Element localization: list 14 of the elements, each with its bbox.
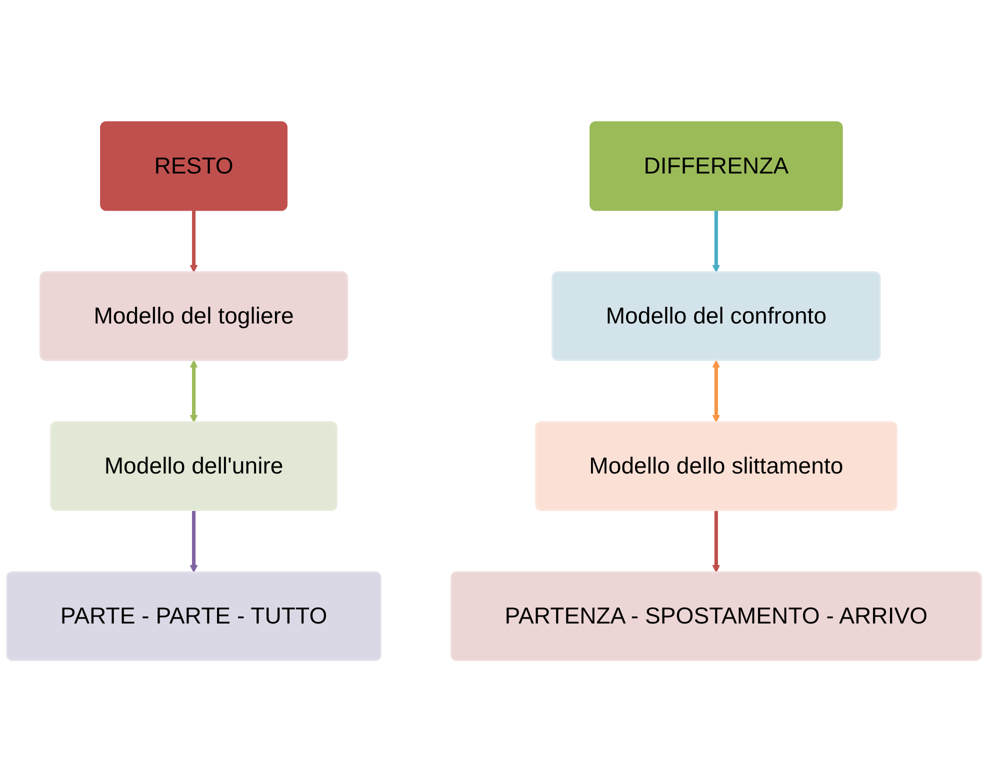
node-box: PARTE - PARTE - TUTTO: [6, 572, 382, 662]
node-box: DIFFERENZA: [590, 122, 843, 212]
node-box: Modello del confronto: [552, 272, 881, 362]
arrow: [712, 510, 720, 573]
node-box: Modello dello slittamento: [535, 422, 898, 512]
node-box: RESTO: [100, 122, 288, 212]
arrow: [190, 360, 198, 423]
node-box: PARTENZA - SPOSTAMENTO - ARRIVO: [450, 572, 982, 662]
node-box: Modello dell'unire: [50, 422, 338, 512]
arrow: [712, 210, 720, 273]
arrow: [190, 510, 198, 573]
node-box: Modello del togliere: [40, 272, 348, 362]
arrow: [712, 360, 720, 423]
arrow: [190, 210, 198, 273]
